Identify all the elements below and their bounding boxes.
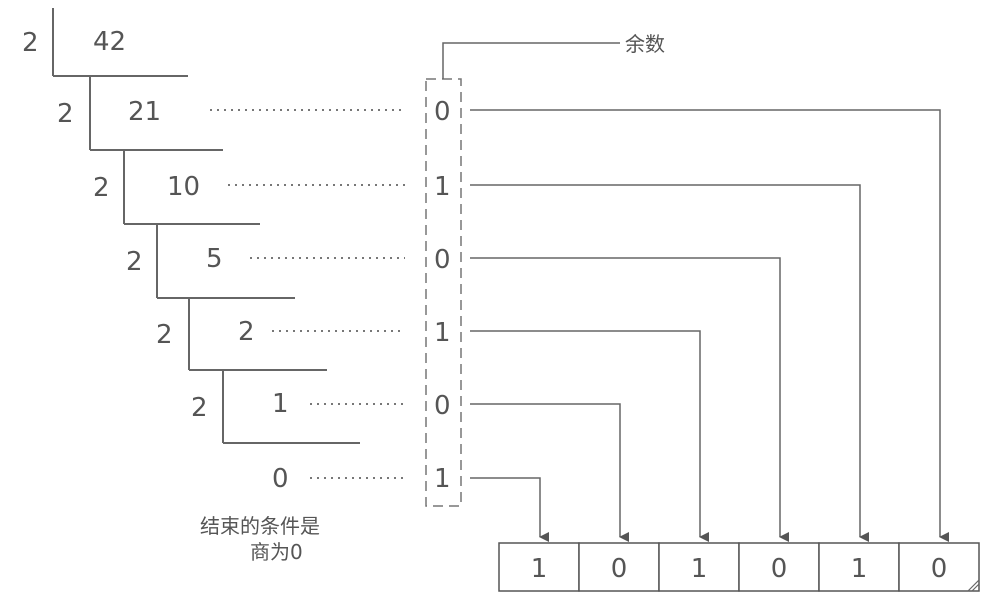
remainder-value: 1 [434, 318, 451, 348]
result-bit-cell [738, 542, 820, 592]
dividend-text: 42 [93, 27, 126, 57]
result-bit: 0 [931, 554, 948, 584]
remainder-dashed-box [425, 78, 462, 507]
division-step: 2 5 [126, 224, 295, 299]
result-bit: 1 [691, 554, 708, 584]
dividend-text: 1 [272, 389, 289, 419]
remainder-value: 0 [434, 97, 451, 127]
divisor-text: 2 [22, 28, 39, 58]
result-bits-row: 1 0 1 0 1 0 [498, 542, 980, 592]
remainder-callout: 余数 [442, 32, 665, 79]
end-condition-line1: 结束的条件是 [200, 514, 320, 538]
division-ladder: 2 42 2 21 2 10 2 5 2 2 [22, 8, 360, 494]
resize-corner-mark [971, 583, 980, 592]
division-step: 2 10 [93, 150, 260, 225]
divisor-text: 2 [57, 99, 74, 129]
divisor-text: 2 [93, 173, 110, 203]
result-bit-cell [818, 542, 900, 592]
connector-arrows [470, 109, 949, 542]
end-condition-line2: 商为0 [250, 540, 303, 564]
dividend-text: 2 [238, 317, 255, 347]
remainder-value: 0 [434, 245, 451, 275]
result-bit: 1 [531, 554, 548, 584]
connector-arrow [470, 184, 869, 542]
remainder-value: 1 [434, 172, 451, 202]
dividend-text: 10 [167, 172, 200, 202]
result-bit-cell [578, 542, 660, 592]
division-step: 2 21 [57, 76, 223, 151]
remainder-value: 1 [434, 464, 451, 494]
connector-arrow [470, 330, 709, 542]
remainder-column: 0 1 0 1 0 1 [425, 78, 462, 507]
connector-arrow [470, 109, 949, 542]
dividend-text: 21 [128, 97, 161, 127]
dividend-text: 5 [206, 244, 223, 274]
result-bit: 0 [771, 554, 788, 584]
resize-corner-mark [967, 579, 980, 592]
callout-line [442, 42, 620, 79]
result-bit-cell [658, 542, 740, 592]
divisor-text: 2 [191, 393, 208, 423]
remainder-label: 余数 [625, 32, 665, 56]
division-step: 2 1 [191, 370, 360, 444]
connector-arrow [470, 477, 549, 542]
divisor-text: 2 [126, 247, 143, 277]
result-bit: 0 [611, 554, 628, 584]
final-quotient: 0 [272, 464, 289, 494]
dotted-leaders [210, 109, 405, 479]
end-condition-note: 结束的条件是 商为0 [200, 514, 320, 564]
division-step: 2 42 [22, 8, 188, 77]
remainder-value: 0 [434, 391, 451, 421]
connector-arrow [470, 257, 789, 542]
connector-arrow [470, 403, 629, 542]
result-bit-cell [898, 542, 980, 592]
result-bit: 1 [851, 554, 868, 584]
divisor-text: 2 [156, 320, 173, 350]
result-bit-cell [498, 542, 580, 592]
division-step: 2 2 [156, 298, 327, 371]
